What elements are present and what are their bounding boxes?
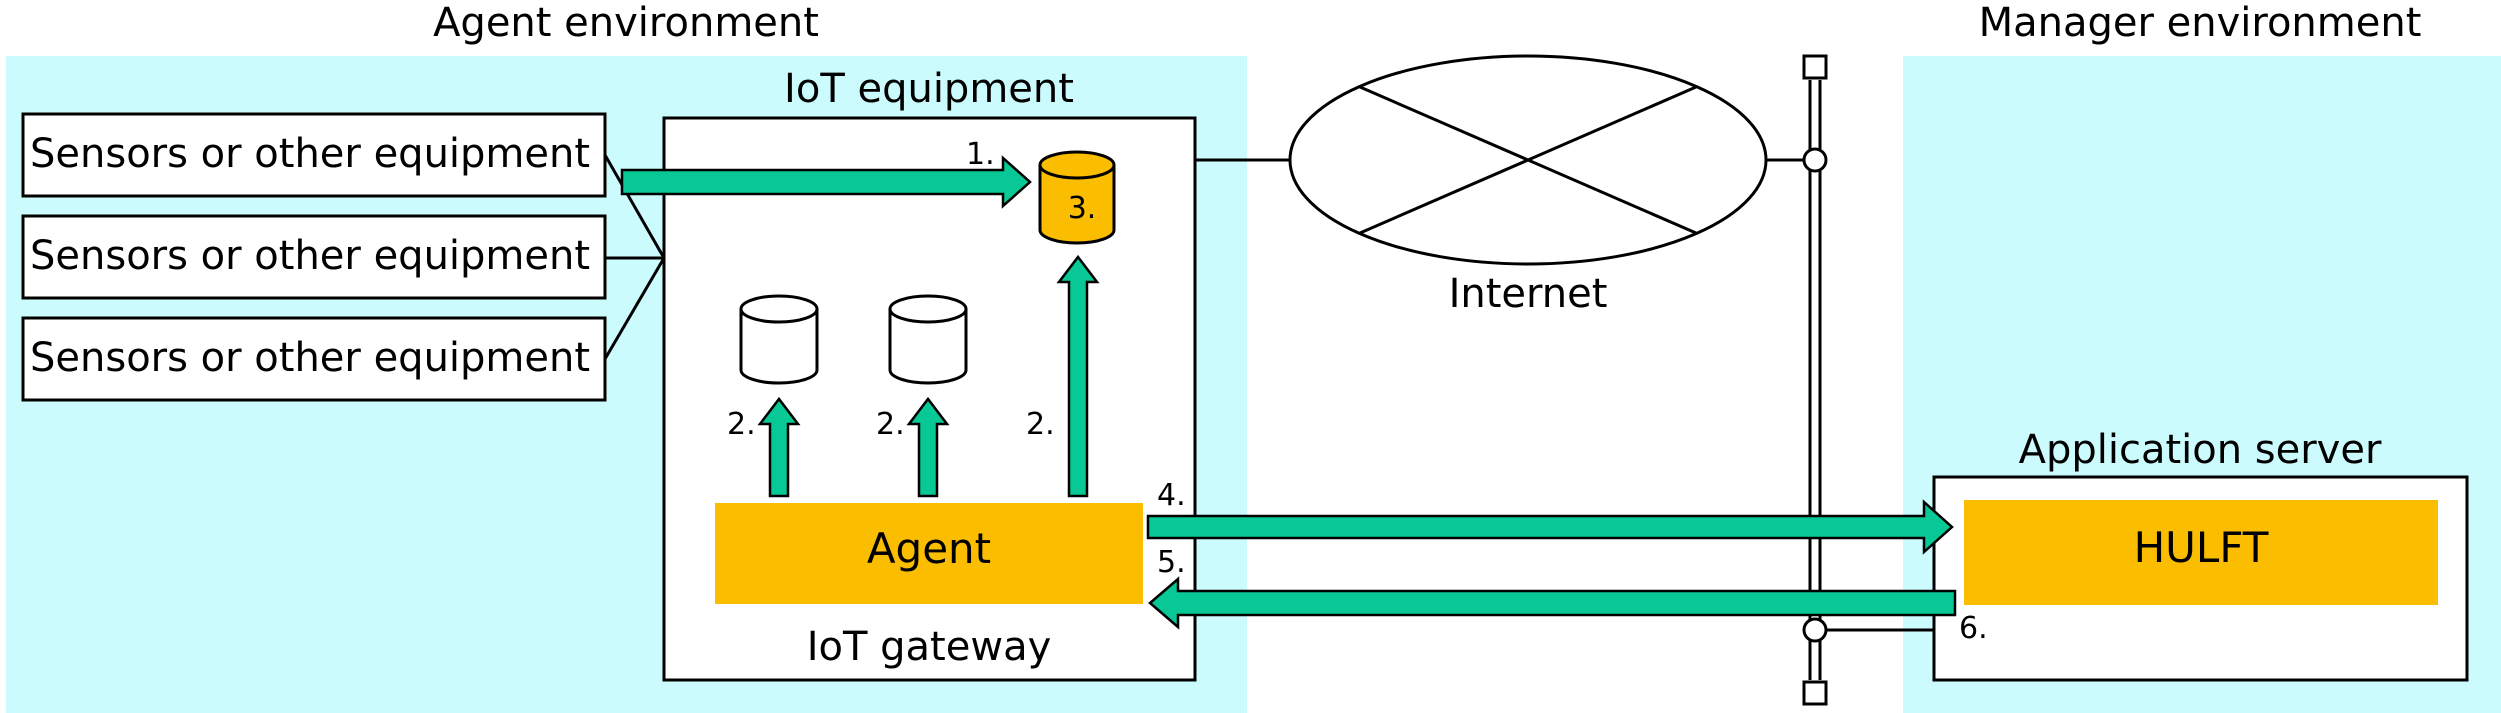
step-2-label-b: 2. <box>876 407 905 442</box>
step-3-label: 3. <box>1068 191 1097 226</box>
iot-equipment-title: IoT equipment <box>784 66 1074 112</box>
sensor-label-3: Sensors or other equipment <box>30 335 590 381</box>
backbone-terminator-top <box>1802 54 1828 80</box>
iot-gateway-title: IoT gateway <box>807 624 1052 670</box>
agent-label: Agent <box>867 524 991 573</box>
hulft-label: HULFT <box>2134 523 2269 572</box>
step-6-label: 6. <box>1959 611 1988 646</box>
hulft-box <box>1964 500 2438 605</box>
sensor-label-1: Sensors or other equipment <box>30 131 590 177</box>
sensor-label-2: Sensors or other equipment <box>30 233 590 279</box>
internet-cross-2 <box>1359 85 1697 235</box>
step-4-label: 4. <box>1157 478 1186 513</box>
arrow-step-4 <box>1146 499 1954 555</box>
manager-environment-title: Manager environment <box>1979 0 2422 46</box>
step-2-label-c: 2. <box>1026 407 1055 442</box>
arrow-step-5 <box>1148 576 1957 630</box>
arrow-step-2-c <box>1056 254 1100 498</box>
storage-cylinder-3 <box>1038 150 1116 245</box>
sensor-box-3 <box>21 316 607 402</box>
step-1-label: 1. <box>966 137 995 172</box>
arrow-step-2-b <box>906 396 950 498</box>
data-store-cylinder-2 <box>888 294 968 385</box>
step-2-label-a: 2. <box>727 407 756 442</box>
application-server-title: Application server <box>2019 427 2382 473</box>
backbone-node-top <box>1802 147 1828 173</box>
sensor-connector-1 <box>603 154 666 259</box>
arrow-step-1 <box>620 155 1032 209</box>
step-5-label: 5. <box>1157 545 1186 580</box>
internet-label: Internet <box>1449 271 1608 317</box>
sensor-connector-3 <box>603 257 666 360</box>
agent-environment-title: Agent environment <box>433 0 819 46</box>
agent-box <box>715 503 1143 604</box>
backbone-node-bottom <box>1802 617 1828 643</box>
backbone-terminator-bottom <box>1802 680 1828 706</box>
arrow-step-2-a <box>757 396 801 498</box>
data-store-cylinder-1 <box>739 294 819 385</box>
